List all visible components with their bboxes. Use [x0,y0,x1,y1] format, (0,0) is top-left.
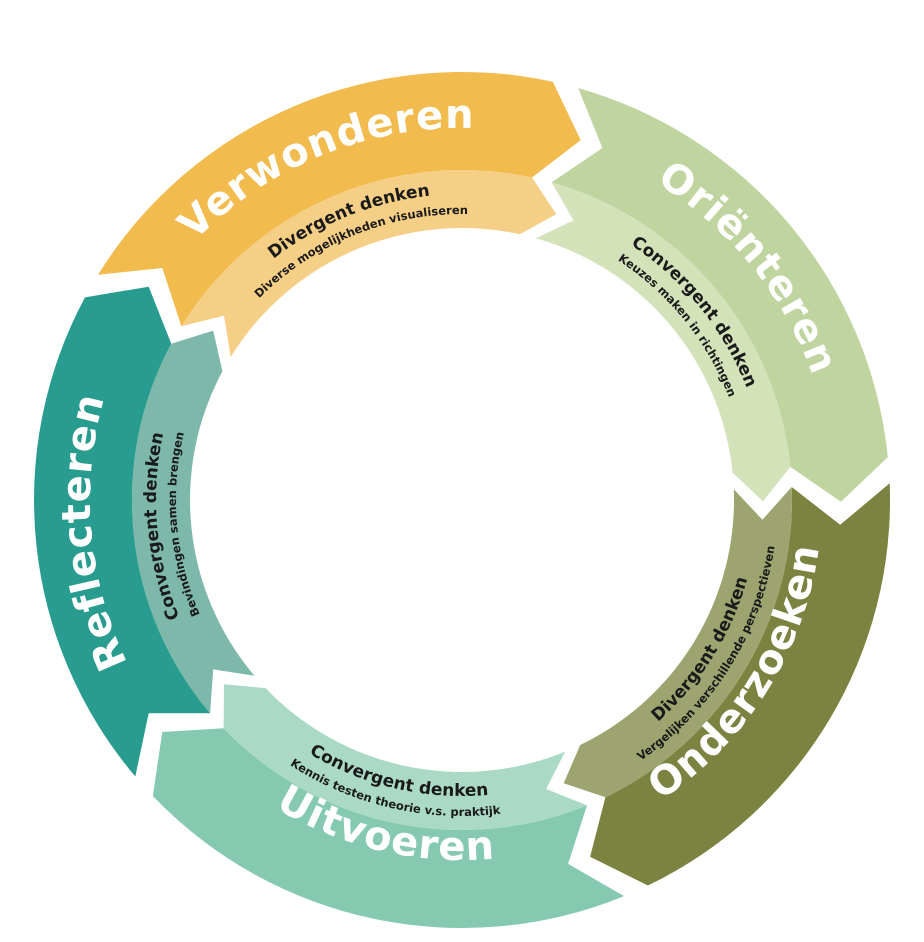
segment-inner-orienteren [535,182,791,502]
segment-verwonderen [98,71,581,327]
segment-inner-onderzoeken [563,487,792,798]
segment-inner-reflecteren [131,330,255,714]
segment-reflecteren [34,286,211,777]
segment-onderzoeken [590,483,891,886]
cycle-segments [34,71,891,929]
segment-inner-uitvoeren [223,684,587,830]
segment-orienteren [551,88,888,502]
segment-uitvoeren [152,728,625,929]
segment-inner-verwonderen [181,169,557,357]
